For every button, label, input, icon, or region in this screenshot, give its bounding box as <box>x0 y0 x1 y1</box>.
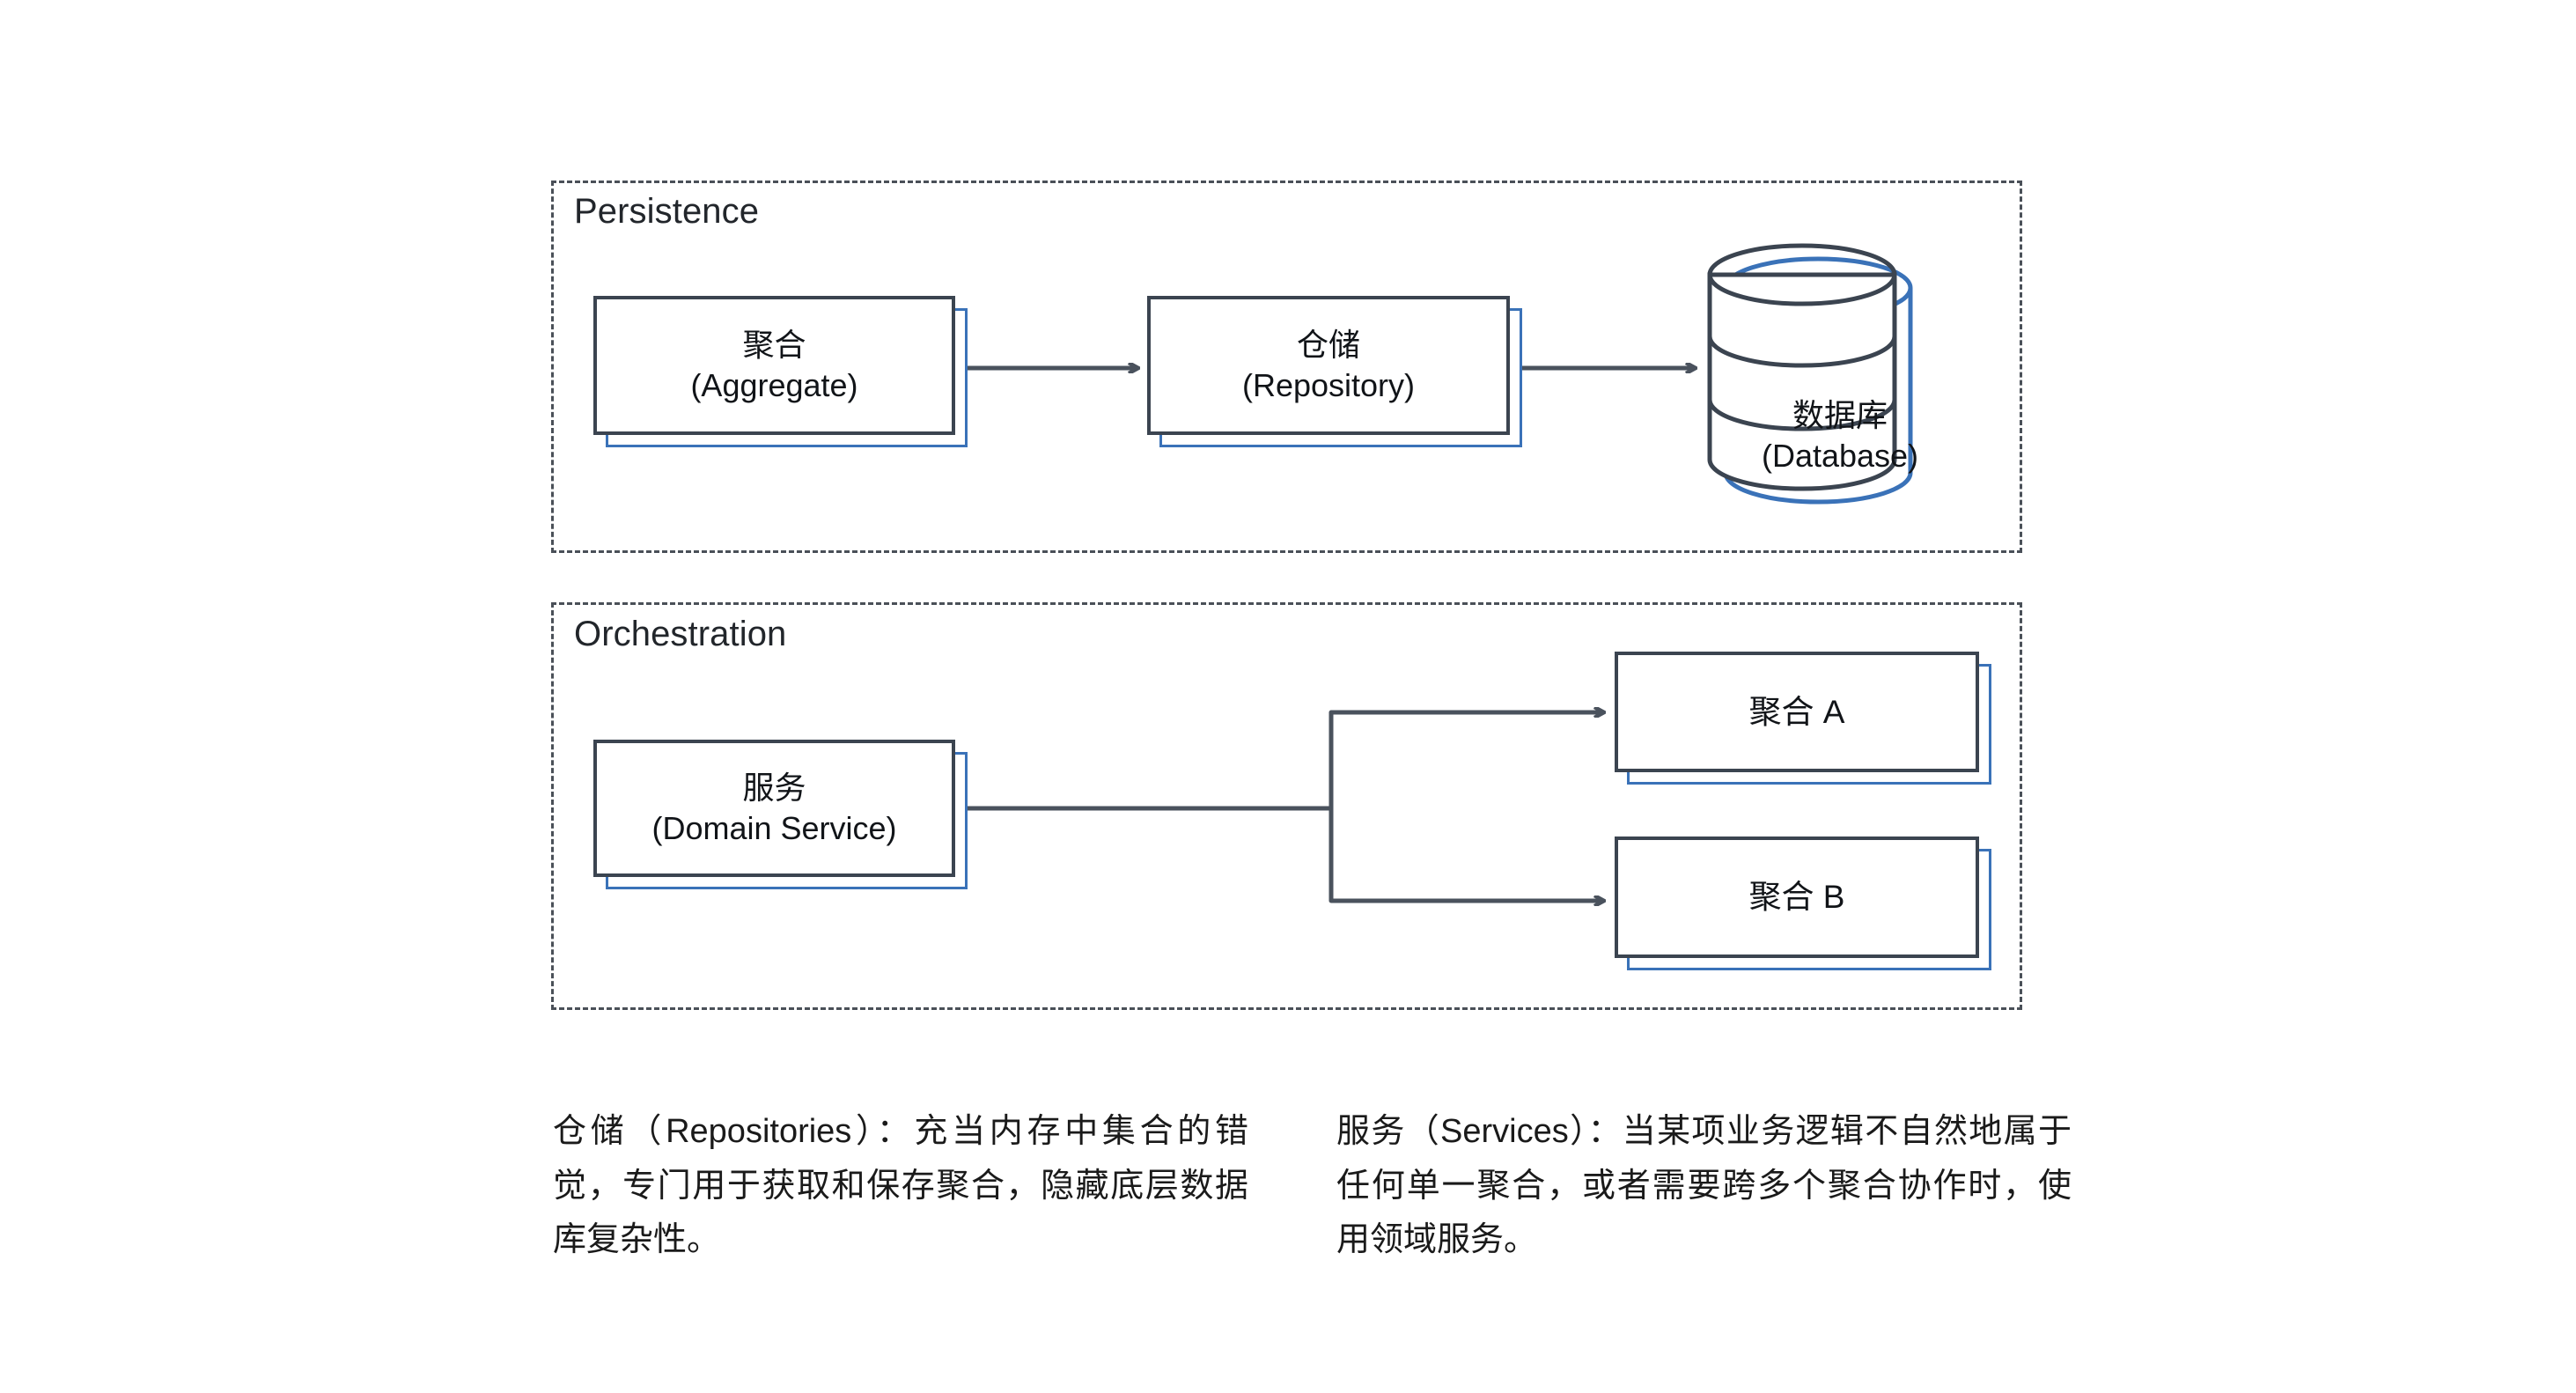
node-face: 聚合 B <box>1615 837 1979 958</box>
node-label-primary: 聚合 A <box>1748 693 1845 730</box>
node-face: 仓储 (Repository) <box>1147 296 1510 435</box>
section-label-persistence: Persistence <box>574 192 760 231</box>
node-face: 聚合 A <box>1615 652 1979 772</box>
node-label-secondary: (Repository) <box>1241 367 1416 403</box>
section-persistence <box>551 181 2022 553</box>
node-label-primary: 聚合 B <box>1748 879 1845 916</box>
node-label-primary: 仓储 <box>1296 326 1360 363</box>
node-label-primary: 聚合 <box>742 326 806 363</box>
caption-services: 服务（Services）：当某项业务逻辑不自然地属于任何单一聚合，或者需要跨多个… <box>1336 1113 2072 1259</box>
section-label-orchestration: Orchestration <box>574 615 787 653</box>
node-face: 服务 (Domain Service) <box>593 740 955 877</box>
node-label-primary: 服务 <box>742 769 806 806</box>
node-aggregate-b[interactable]: 聚合 B <box>1615 837 1991 970</box>
node-face: 聚合 (Aggregate) <box>593 296 955 435</box>
node-label-secondary: (Aggregate) <box>690 367 858 403</box>
node-aggregate[interactable]: 聚合 (Aggregate) <box>593 296 968 447</box>
caption-repositories: 仓储（Repositories）：充当内存中集合的错觉，专门用于获取和保存聚合，… <box>553 1113 1248 1259</box>
section-orchestration <box>551 602 2022 1010</box>
database-cylinder-icon <box>1707 243 1913 505</box>
node-repository[interactable]: 仓储 (Repository) <box>1147 296 1522 447</box>
node-label-secondary: (Domain Service) <box>651 810 897 846</box>
node-aggregate-a[interactable]: 聚合 A <box>1615 652 1991 785</box>
node-database[interactable]: 数据库 (Database) <box>1699 232 1981 505</box>
node-domain-service[interactable]: 服务 (Domain Service) <box>593 740 968 889</box>
